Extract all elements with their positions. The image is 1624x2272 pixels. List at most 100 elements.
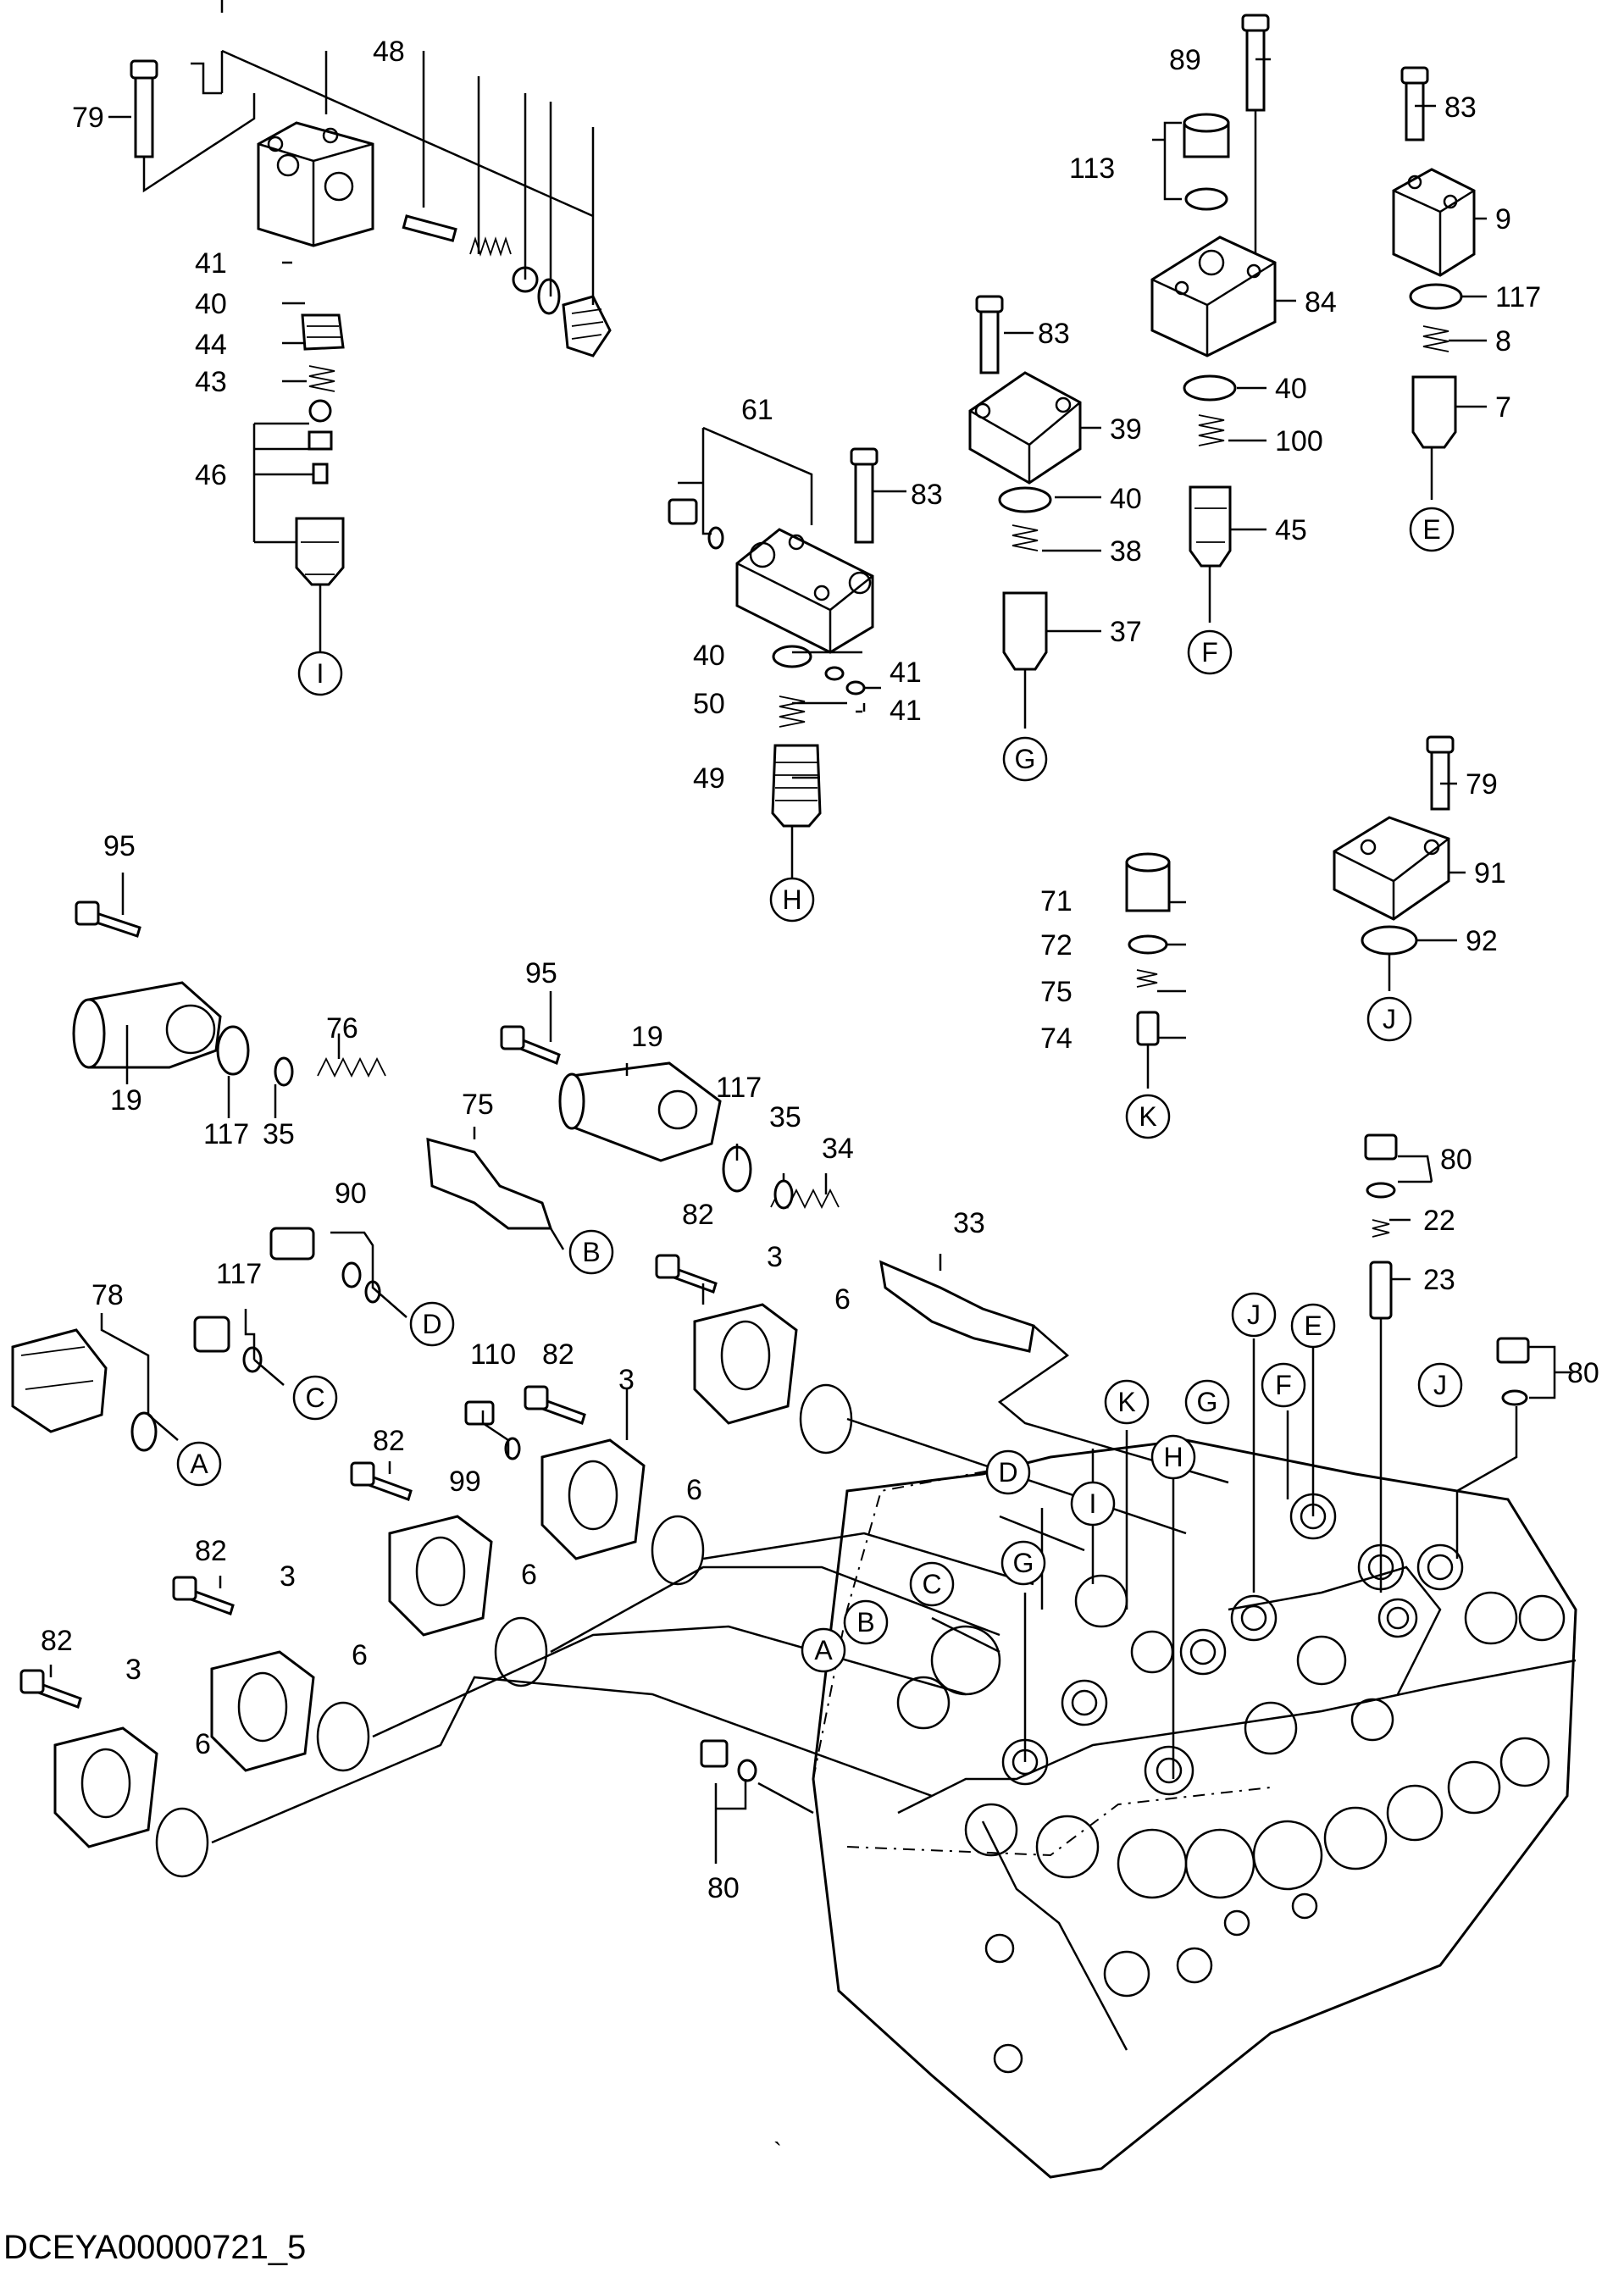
part-48-internals (402, 214, 612, 357)
label-100: 100 (1275, 425, 1323, 457)
flange-housings-3-99 (53, 1303, 798, 1848)
label-91: 91 (1474, 857, 1506, 889)
label-19-mid: 19 (631, 1021, 663, 1053)
marker-E-top: E (1409, 507, 1455, 552)
label-76: 76 (326, 1012, 358, 1045)
svg-text:B: B (582, 1237, 600, 1267)
label-7: 7 (1495, 391, 1511, 424)
label-6-d: 6 (352, 1639, 368, 1671)
svg-text:K: K (1139, 1101, 1156, 1132)
label-75: 75 (462, 1089, 494, 1121)
label-6-e: 6 (195, 1728, 211, 1760)
label-44: 44 (195, 329, 227, 361)
part-110-plug (1183, 113, 1230, 211)
part-9-block (1392, 168, 1476, 277)
marker-C-body: C (909, 1561, 955, 1607)
svg-text:G: G (1013, 1548, 1034, 1578)
label-82-e: 82 (41, 1625, 73, 1657)
marker-C-top: C (292, 1375, 338, 1421)
svg-text:I: I (317, 658, 324, 689)
svg-text:C: C (305, 1383, 324, 1413)
label-80-top: 80 (1440, 1144, 1472, 1176)
marker-D-top: D (409, 1301, 455, 1347)
label-38: 38 (1110, 535, 1142, 568)
svg-text:F: F (1275, 1370, 1292, 1400)
marker-B-top: B (568, 1229, 614, 1275)
stray-mark: ` (773, 2138, 782, 2166)
label-73: 74 (1040, 1022, 1073, 1055)
marker-A-top: A (176, 1441, 222, 1487)
label-9: 9 (1495, 203, 1511, 236)
marker-G-top: G (1002, 736, 1048, 782)
label-6-b: 6 (686, 1474, 702, 1506)
label-82-b: 82 (542, 1338, 574, 1371)
part-49-50 (771, 645, 866, 828)
marker-G-body-a: G (1184, 1379, 1230, 1425)
svg-text:H: H (782, 884, 801, 915)
label-8: 8 (1495, 325, 1511, 357)
label-117-left: 117 (203, 1118, 249, 1150)
svg-text:I: I (1089, 1488, 1097, 1519)
marker-H-top: H (769, 877, 815, 923)
part-44-cap (301, 313, 345, 351)
part-7-8-117 (1409, 283, 1463, 449)
marker-A-body: A (801, 1627, 846, 1673)
marker-F-body: F (1261, 1362, 1306, 1408)
label-6-a: 6 (834, 1283, 851, 1316)
label-41-mid-b: 41 (890, 695, 922, 727)
label-95-mid: 95 (525, 957, 557, 989)
label-23: 23 (1423, 1264, 1455, 1296)
label-102: 110 (470, 1338, 516, 1371)
label-34: 34 (822, 1133, 854, 1165)
label-49: 49 (693, 762, 725, 795)
svg-text:E: E (1422, 514, 1440, 545)
label-37: 37 (1110, 616, 1142, 648)
part-61-plate (735, 528, 874, 654)
label-6-c: 6 (521, 1559, 537, 1591)
part-43-spring (308, 365, 335, 392)
spool-assemblies (216, 1025, 1035, 1353)
marker-B-body: B (843, 1599, 889, 1645)
part-45-100-40 (1183, 374, 1237, 568)
marker-I-top: I (297, 651, 343, 696)
label-3-a: 3 (767, 1241, 783, 1273)
svg-text:J: J (1383, 1004, 1396, 1034)
label-74: 75 (1040, 976, 1073, 1008)
valve-body (812, 1438, 1577, 2179)
label-84: 84 (1305, 286, 1337, 319)
svg-text:B: B (856, 1607, 874, 1638)
label-35-mid: 35 (769, 1101, 801, 1133)
label-117-mid: 117 (716, 1072, 762, 1104)
marker-D-body: D (985, 1449, 1031, 1495)
label-3-d: 3 (125, 1654, 141, 1686)
label-72: 72 (1040, 929, 1073, 961)
label-40-left: 40 (195, 288, 227, 320)
marker-J-top: J (1366, 996, 1412, 1042)
label-82-a: 82 (682, 1199, 714, 1231)
part-19-middle-housing (558, 1061, 722, 1162)
marker-I-body: I (1070, 1481, 1116, 1527)
part-39-plate (968, 371, 1082, 485)
label-40-f: 40 (1275, 373, 1307, 405)
label-92: 92 (1466, 925, 1498, 957)
svg-text:K: K (1117, 1387, 1135, 1417)
part-48-block (257, 121, 374, 247)
label-61: 61 (741, 394, 773, 426)
label-22: 22 (1423, 1205, 1455, 1237)
label-39: 39 (1110, 413, 1142, 446)
plugs-80-22-23 (700, 1133, 1530, 1782)
marker-J-body-b: J (1417, 1362, 1463, 1408)
label-40-mid: 40 (693, 640, 725, 672)
part-91-plate (1333, 816, 1450, 956)
label-45: 45 (1275, 514, 1307, 546)
part-19-upper-housing (72, 981, 222, 1069)
label-46: 46 (195, 459, 227, 491)
label-79-right: 79 (1466, 768, 1498, 801)
marker-J-body-a: J (1231, 1292, 1277, 1338)
part-number-labels: 48 79 41 40 44 43 46 61 83 40 41 41 50 4… (41, 36, 1599, 1904)
label-83-top-right: 83 (1444, 91, 1477, 124)
connection-markers: I H G F E J K B D C A J E F J K G H D I … (176, 507, 1463, 1673)
part-78-90-113 (11, 1227, 381, 1452)
label-79-top: 79 (72, 102, 104, 134)
